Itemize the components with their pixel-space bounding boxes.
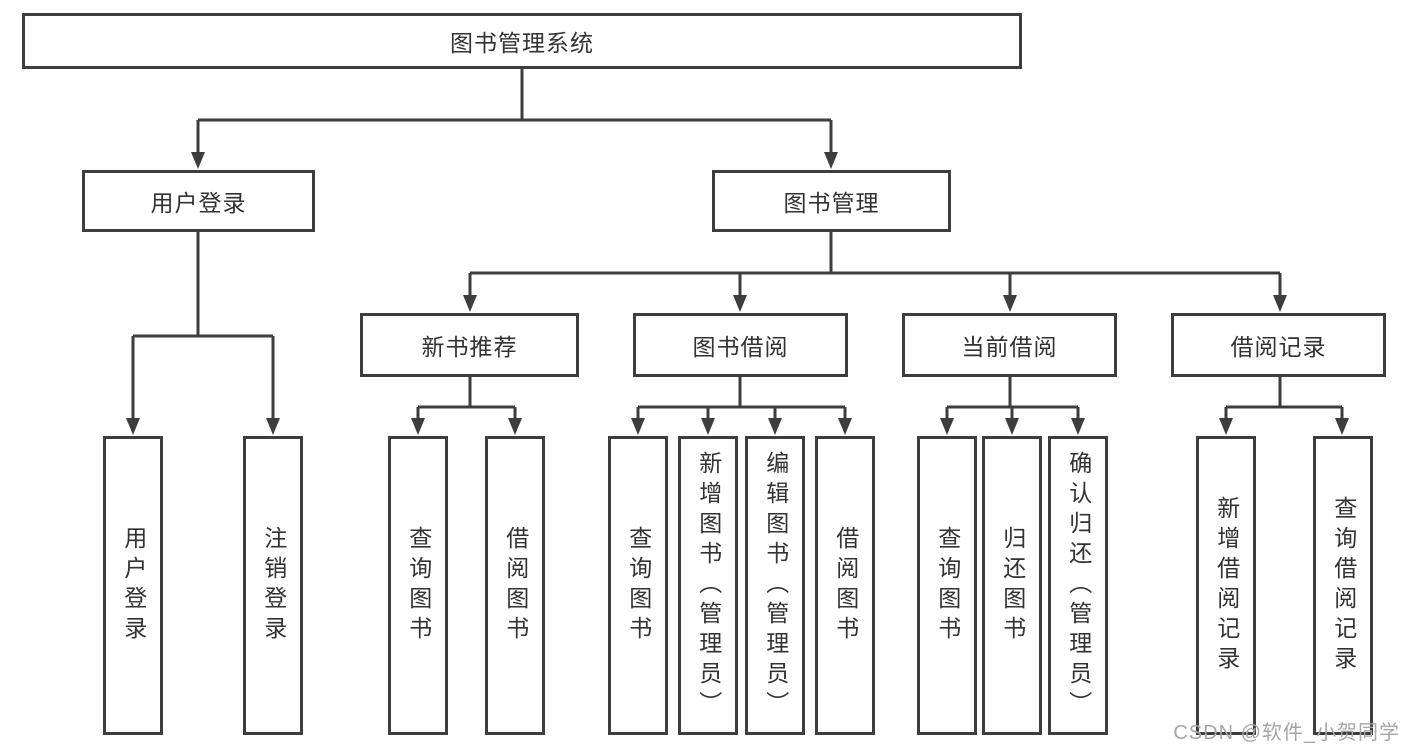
- node-borrow-records: 借阅记录: [1171, 313, 1386, 377]
- node-book-management-label: 图书管理: [783, 190, 880, 216]
- leaf-query-borrow-record: 查询借阅记录: [1313, 436, 1373, 735]
- node-root: 图书管理系统: [22, 13, 1022, 69]
- node-new-book-recommend-label: 新书推荐: [421, 334, 518, 360]
- leaf-query-books-borrow-label: 查询图书: [625, 525, 652, 646]
- watermark: CSDN @软件_小贺同学: [1173, 722, 1400, 744]
- node-book-management: 图书管理: [712, 170, 951, 232]
- leaf-query-books-current-label: 查询图书: [934, 525, 961, 646]
- leaf-edit-books-admin: 编辑图书（管理员）: [745, 436, 805, 735]
- leaf-query-books-recommend-label: 查询图书: [405, 525, 432, 646]
- node-book-borrow: 图书借阅: [633, 313, 848, 377]
- node-root-label: 图书管理系统: [450, 30, 594, 56]
- leaf-logout: 注销登录: [243, 436, 303, 735]
- leaf-borrow-books-recommend: 借阅图书: [485, 436, 545, 735]
- leaf-edit-books-admin-label: 编辑图书（管理员）: [762, 450, 789, 721]
- leaf-add-books-admin-label: 新增图书（管理员）: [695, 450, 722, 721]
- arrowhead-icons: [126, 152, 1349, 435]
- leaf-query-books-recommend: 查询图书: [388, 436, 448, 735]
- leaf-add-borrow-record-label: 新增借阅记录: [1213, 495, 1240, 676]
- leaf-query-books-current: 查询图书: [917, 436, 977, 735]
- leaf-return-books-label: 归还图书: [999, 525, 1026, 646]
- leaf-confirm-return-admin-label: 确认归还（管理员）: [1065, 450, 1092, 721]
- leaf-add-books-admin: 新增图书（管理员）: [678, 436, 738, 735]
- leaf-query-books-borrow: 查询图书: [608, 436, 668, 735]
- leaf-borrow-books-label: 借阅图书: [832, 525, 859, 646]
- leaf-return-books: 归还图书: [982, 436, 1042, 735]
- leaf-borrow-books: 借阅图书: [815, 436, 875, 735]
- node-book-borrow-label: 图书借阅: [692, 334, 789, 360]
- leaf-user-login: 用户登录: [103, 436, 163, 735]
- node-current-borrow: 当前借阅: [902, 313, 1117, 377]
- node-borrow-records-label: 借阅记录: [1230, 334, 1327, 360]
- node-new-book-recommend: 新书推荐: [360, 313, 579, 377]
- leaf-user-login-label: 用户登录: [120, 525, 147, 646]
- leaf-borrow-books-recommend-label: 借阅图书: [502, 525, 529, 646]
- leaf-query-borrow-record-label: 查询借阅记录: [1330, 495, 1357, 676]
- leaf-confirm-return-admin: 确认归还（管理员）: [1048, 436, 1108, 735]
- node-user-login: 用户登录: [82, 170, 315, 232]
- node-current-borrow-label: 当前借阅: [961, 334, 1058, 360]
- leaf-add-borrow-record: 新增借阅记录: [1196, 436, 1256, 735]
- node-user-login-label: 用户登录: [150, 190, 247, 216]
- leaf-logout-label: 注销登录: [260, 525, 287, 646]
